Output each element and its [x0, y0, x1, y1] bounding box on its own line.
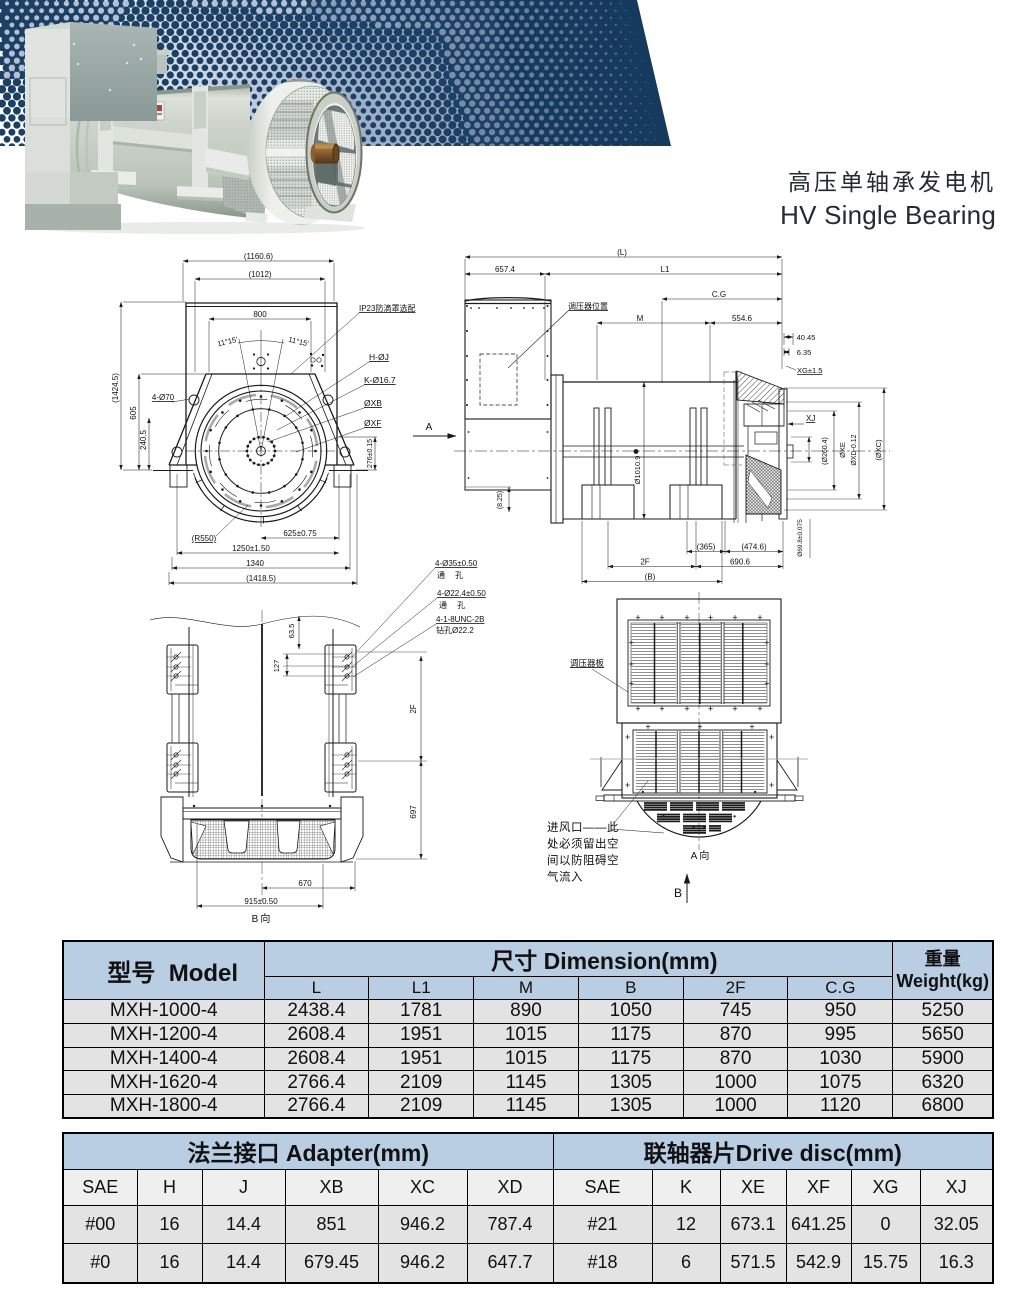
svg-text:A向: A向: [691, 849, 712, 862]
svg-text:孔: 孔: [457, 601, 465, 610]
svg-text:(1160.6): (1160.6): [244, 252, 274, 261]
svg-text:657.4: 657.4: [495, 265, 516, 274]
svg-text:XG±1.5: XG±1.5: [797, 366, 822, 375]
svg-text:625±0.75: 625±0.75: [283, 529, 317, 538]
svg-text:605: 605: [129, 406, 138, 420]
svg-text:(R550): (R550): [192, 534, 217, 543]
svg-text:ØXE: ØXE: [838, 442, 847, 458]
svg-text:Ø69.8±0.075: Ø69.8±0.075: [797, 519, 804, 557]
svg-text:(474.6): (474.6): [741, 542, 767, 551]
svg-text:4-1-8UNC-2B: 4-1-8UNC-2B: [436, 615, 484, 624]
svg-text:127: 127: [272, 660, 281, 673]
svg-text:800: 800: [253, 310, 267, 319]
svg-text:进风口——此: 进风口——此: [547, 821, 619, 834]
svg-text:11°15′: 11°15′: [216, 335, 239, 349]
svg-text:通: 通: [439, 600, 447, 610]
svg-text:B: B: [674, 886, 682, 900]
svg-text:钻孔Ø22.2: 钻孔Ø22.2: [436, 625, 474, 635]
svg-text:ØXD-0.12: ØXD-0.12: [851, 434, 858, 465]
svg-text:276±0.15: 276±0.15: [367, 439, 374, 468]
svg-text:(L): (L): [617, 248, 627, 257]
svg-text:调压器板: 调压器板: [570, 658, 605, 668]
svg-text:C.G: C.G: [712, 290, 726, 299]
svg-text:40.45: 40.45: [797, 333, 816, 342]
svg-text:915±0.50: 915±0.50: [244, 897, 278, 906]
svg-text:554.6: 554.6: [732, 314, 753, 323]
svg-text:(B): (B): [645, 572, 656, 581]
svg-text:间以防阻碍空: 间以防阻碍空: [547, 853, 619, 867]
svg-text:4-Ø35±0.50: 4-Ø35±0.50: [435, 559, 478, 568]
svg-text:IP23防滴罩选配: IP23防滴罩选配: [359, 303, 415, 313]
svg-text:孔: 孔: [455, 571, 463, 580]
svg-text:1250±1.50: 1250±1.50: [232, 544, 270, 553]
svg-text:1340: 1340: [246, 559, 264, 568]
svg-text:4-Ø22.4±0.50: 4-Ø22.4±0.50: [437, 589, 486, 598]
svg-text:63.5: 63.5: [287, 624, 296, 639]
svg-text:697: 697: [409, 805, 418, 819]
svg-text:(ØXC): (ØXC): [874, 439, 883, 461]
svg-text:A: A: [426, 422, 433, 433]
svg-text:(Ø260.4): (Ø260.4): [822, 437, 829, 465]
svg-text:(8.25): (8.25): [497, 491, 504, 509]
svg-text:XJ: XJ: [806, 414, 815, 423]
svg-text:M: M: [637, 314, 644, 323]
svg-text:ØXF: ØXF: [364, 418, 381, 428]
svg-text:Ø1010.9: Ø1010.9: [633, 456, 642, 485]
svg-text:2F: 2F: [640, 557, 649, 566]
svg-text:气流入: 气流入: [547, 870, 583, 884]
svg-text:K-Ø16.7: K-Ø16.7: [364, 375, 396, 385]
svg-text:(1418.5): (1418.5): [246, 574, 276, 583]
svg-text:B向: B向: [252, 912, 273, 925]
svg-text:H-ØJ: H-ØJ: [369, 352, 389, 362]
svg-text:240.5: 240.5: [139, 429, 148, 450]
svg-text:ØXB: ØXB: [364, 398, 382, 408]
svg-text:2F: 2F: [409, 704, 418, 713]
svg-text:L1: L1: [661, 265, 670, 274]
svg-text:4-Ø70: 4-Ø70: [152, 393, 175, 402]
svg-text:(1012): (1012): [248, 270, 271, 279]
svg-text:11°15′: 11°15′: [288, 335, 311, 349]
svg-text:6.35: 6.35: [797, 348, 812, 357]
svg-text:调压器位置: 调压器位置: [568, 301, 608, 311]
svg-text:处必须留出空: 处必须留出空: [547, 837, 619, 851]
svg-text:(365): (365): [697, 542, 716, 551]
svg-text:690.6: 690.6: [730, 557, 751, 566]
svg-text:(1424.5): (1424.5): [111, 373, 120, 403]
svg-text:通: 通: [437, 570, 445, 580]
svg-text:670: 670: [298, 879, 312, 888]
